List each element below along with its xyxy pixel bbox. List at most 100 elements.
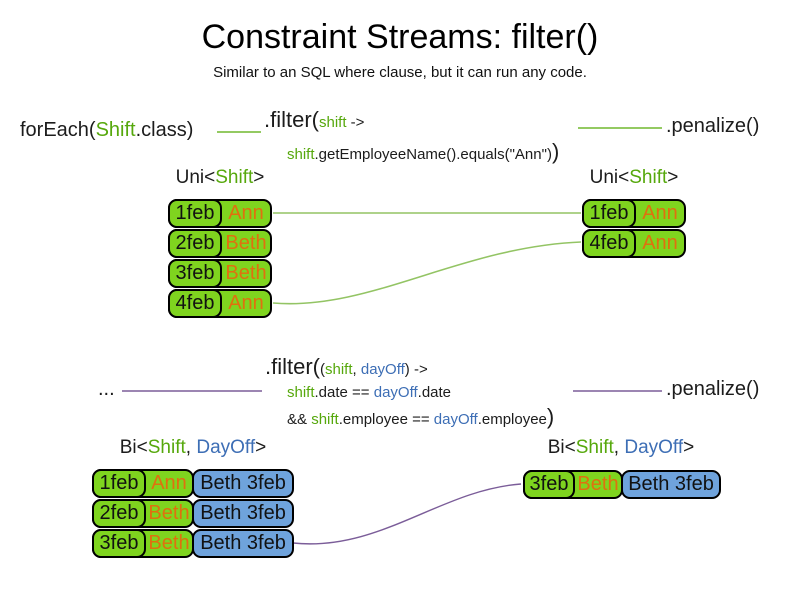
shift-date: 4feb — [168, 289, 222, 318]
shift-card: 1feb Ann — [168, 199, 272, 228]
dayoff-card: Beth 3feb — [192, 499, 294, 528]
cond2-field: .employee — [477, 411, 547, 428]
penalize-expression-top: .penalize() — [666, 115, 760, 137]
shift-card: 2feb Beth — [92, 499, 194, 528]
table-row: 1feb Ann — [168, 199, 272, 228]
foreach-post: .class) — [135, 119, 194, 141]
penalize-expression-mid: .penalize() — [666, 378, 760, 400]
foreach-class-name: Shift — [95, 119, 136, 141]
shift-employee: Beth — [148, 502, 190, 524]
filter-body-shift: shift — [287, 146, 315, 163]
uni-right-pre: Uni< — [589, 167, 630, 188]
dayoff-card: Beth 3feb — [192, 469, 294, 498]
uni-shift-label-left: Uni<Shift> — [150, 167, 290, 189]
shift-employee: Ann — [228, 202, 264, 224]
bi-left-type2: DayOff — [196, 437, 256, 458]
filter-keyword-top: .filter( — [264, 107, 319, 132]
subtitle: Similar to an SQL where clause, but it c… — [213, 64, 587, 81]
bi-right-type2: DayOff — [624, 437, 684, 458]
uni-right-post: > — [667, 167, 679, 188]
table-row: 3feb Beth Beth 3feb — [523, 470, 721, 499]
table-row: 4feb Ann — [168, 289, 272, 318]
filter-arg-shift: shift — [319, 114, 347, 131]
shift-table-top-right: 1feb Ann 4feb Ann — [582, 199, 686, 259]
filter-body-rest: .getEmployeeName().equals("Ann") — [314, 146, 552, 163]
lambda-arrow-top: -> — [346, 114, 365, 131]
cond1-dayoff: dayOff — [373, 384, 418, 401]
shift-card: 4feb Ann — [168, 289, 272, 318]
dayoff-card: Beth 3feb — [192, 529, 294, 558]
upstream-ellipsis: ... — [98, 378, 115, 400]
uni-right-type: Shift — [629, 167, 668, 188]
cond2-and: && — [287, 411, 312, 428]
table-row: 4feb Ann — [582, 229, 686, 258]
filter-args-close: ) — [404, 361, 410, 378]
filter-expression-mid-line2: shift.date == dayOff.date — [287, 384, 451, 402]
shift-employee: Beth — [577, 473, 619, 495]
shift-card: 1feb Ann — [92, 469, 194, 498]
shift-date: 1feb — [582, 199, 636, 228]
table-row: 1feb Ann — [582, 199, 686, 228]
filter-arg2-dayoff: dayOff — [360, 361, 405, 378]
cond1-operator: .date == — [314, 384, 374, 401]
table-row: 3feb Beth — [168, 259, 272, 288]
shift-card: 3feb Beth — [168, 259, 272, 288]
filter-open-paren: ( — [320, 361, 325, 378]
shift-employee: Beth — [148, 532, 190, 554]
page-title: Constraint Streams: filter() — [201, 18, 599, 56]
shift-employee: Ann — [642, 202, 678, 224]
connector-3feb-beth-dayoff — [292, 483, 522, 545]
shift-employee: Beth — [225, 232, 267, 254]
bi-left-post: > — [255, 437, 267, 458]
shift-date: 4feb — [582, 229, 636, 258]
shift-date: 1feb — [92, 469, 146, 498]
shift-table-top-left: 1feb Ann 2feb Beth 3feb Beth 4feb Ann — [168, 199, 272, 319]
shift-card: 2feb Beth — [168, 229, 272, 258]
shift-employee: Beth — [225, 262, 267, 284]
shift-date: 3feb — [523, 470, 575, 499]
bi-right-comma: , — [613, 437, 625, 458]
shift-employee: Ann — [228, 292, 264, 314]
filter-arg-comma: , — [352, 361, 361, 378]
bi-label-right: Bi<Shift, DayOff> — [521, 437, 721, 459]
bi-right-pre: Bi< — [547, 437, 576, 458]
filter-keyword-mid: .filter( — [265, 354, 320, 379]
cond2-dayoff: dayOff — [433, 411, 478, 428]
cond1-field: .date — [417, 384, 452, 401]
bi-left-comma: , — [185, 437, 197, 458]
uni-left-post: > — [253, 167, 265, 188]
shift-date: 3feb — [168, 259, 222, 288]
foreach-pre: forEach( — [20, 119, 96, 141]
filter-arg1-shift: shift — [325, 361, 353, 378]
bi-right-type1: Shift — [575, 437, 614, 458]
uni-left-pre: Uni< — [175, 167, 216, 188]
cond2-shift: shift — [311, 411, 339, 428]
shift-date: 2feb — [168, 229, 222, 258]
filter-close-paren-mid: ) — [546, 404, 555, 429]
bi-left-type1: Shift — [147, 437, 186, 458]
cond1-shift: shift — [287, 384, 315, 401]
shift-employee: Ann — [151, 472, 187, 494]
connector-4feb-ann — [272, 241, 582, 305]
shift-date: 1feb — [168, 199, 222, 228]
shift-card: 3feb Beth — [523, 470, 623, 499]
shift-card: 4feb Ann — [582, 229, 686, 258]
foreach-expression: forEach(Shift.class) — [20, 119, 193, 141]
bi-left-pre: Bi< — [119, 437, 148, 458]
cond2-operator: .employee == — [338, 411, 434, 428]
lambda-arrow-mid: -> — [409, 361, 428, 378]
bi-table-bottom-left: 1feb Ann Beth 3feb 2feb Beth Beth 3feb 3… — [92, 469, 294, 559]
shift-card: 3feb Beth — [92, 529, 194, 558]
filter-expression-top-line2: shift.getEmployeeName().equals("Ann")) — [287, 139, 560, 165]
table-row: 2feb Beth Beth 3feb — [92, 499, 294, 528]
bi-label-left: Bi<Shift, DayOff> — [92, 437, 294, 459]
uni-shift-label-right: Uni<Shift> — [564, 167, 704, 189]
shift-date: 2feb — [92, 499, 146, 528]
dayoff-card: Beth 3feb — [621, 470, 721, 499]
filter-expression-mid-line1: .filter((shift, dayOff) -> — [265, 354, 428, 380]
shift-employee: Ann — [642, 232, 678, 254]
table-row: 3feb Beth Beth 3feb — [92, 529, 294, 558]
table-row: 1feb Ann Beth 3feb — [92, 469, 294, 498]
filter-close-paren-top: ) — [551, 139, 560, 164]
